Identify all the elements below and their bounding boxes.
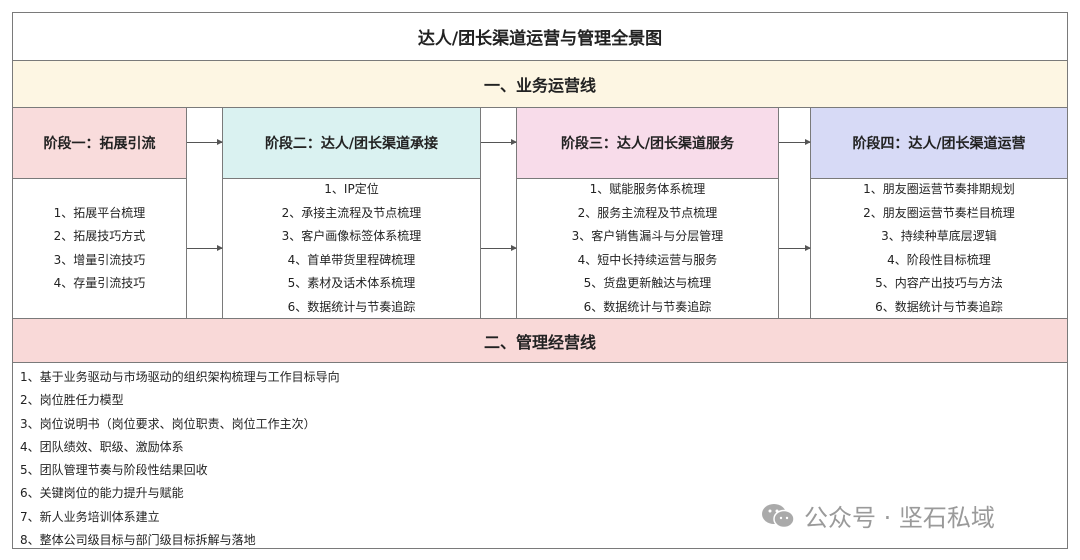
stage-4-item: 6、数据统计与节奏追踪 — [875, 299, 1003, 314]
stage-1-item: 2、拓展技巧方式 — [53, 229, 146, 243]
stage-1-item: 3、增量引流技巧 — [53, 252, 146, 267]
stage-2-item: 3、客户画像标签体系梳理 — [281, 229, 422, 243]
stage-3-header: 阶段三：达人/团长渠道服务 — [516, 107, 779, 179]
management-item: 8、整体公司级目标与部门级目标拆解与落地 — [20, 533, 256, 548]
stage-2-item: 5、素材及话术体系梳理 — [287, 276, 416, 290]
stage-3-item: 5、货盘更新触达与梳理 — [583, 276, 712, 290]
stage-2-item: 1、IP定位 — [324, 182, 379, 196]
stage-4-item: 3、持续种草底层逻辑 — [881, 229, 997, 243]
stage-2-header: 阶段二：达人/团长渠道承接 — [222, 107, 481, 179]
management-item: 5、团队管理节奏与阶段性结果回收 — [20, 463, 208, 478]
arrow-connector — [481, 139, 517, 145]
wechat-icon — [760, 502, 796, 530]
stage-4-body: 1、朋友圈运营节奏排期规划 2、朋友圈运营节奏栏目梳理 3、持续种草底层逻辑 4… — [810, 178, 1068, 319]
watermark-text: 公众号 · 坚石私域 — [804, 504, 995, 532]
stage-1-header: 阶段一：拓展引流 — [12, 107, 187, 179]
stage-3-body: 1、赋能服务体系梳理 2、服务主流程及节点梳理 3、客户销售漏斗与分层管理 4、… — [516, 178, 779, 319]
management-item: 1、基于业务驱动与市场驱动的组织架构梳理与工作目标导向 — [20, 370, 340, 384]
arrow-connector — [187, 139, 223, 145]
management-item: 6、关键岗位的能力提升与赋能 — [20, 486, 184, 501]
management-item: 7、新人业务培训体系建立 — [20, 509, 160, 524]
stage-4-item: 1、朋友圈运营节奏排期规划 — [863, 182, 1015, 196]
stage-3-item: 4、短中长持续运营与服务 — [577, 252, 718, 267]
stage-1-item: 1、拓展平台梳理 — [53, 205, 146, 220]
stage-3-item: 6、数据统计与节奏追踪 — [583, 299, 712, 314]
arrow-connector — [187, 245, 223, 251]
arrow-connector — [779, 245, 811, 251]
stage-3-item: 2、服务主流程及节点梳理 — [577, 205, 718, 220]
stage-2-item: 2、承接主流程及节点梳理 — [281, 205, 422, 220]
stage-1-body: 1、拓展平台梳理 2、拓展技巧方式 3、增量引流技巧 4、存量引流技巧 — [12, 178, 187, 319]
arrow-connector — [779, 139, 811, 145]
stage-3-item: 3、客户销售漏斗与分层管理 — [571, 229, 724, 243]
stage-4-item: 5、内容产出技巧与方法 — [875, 276, 1003, 290]
management-item: 3、岗位说明书（岗位要求、岗位职责、岗位工作主次） — [20, 416, 316, 431]
management-item: 2、岗位胜任力模型 — [20, 393, 124, 408]
diagram-title: 达人/团长渠道运营与管理全景图 — [12, 12, 1068, 61]
arrow-connector — [481, 245, 517, 251]
stage-2-body: 1、IP定位 2、承接主流程及节点梳理 3、客户画像标签体系梳理 4、首单带货里… — [222, 178, 481, 319]
stage-3-item: 1、赋能服务体系梳理 — [589, 182, 706, 196]
watermark: 公众号 · 坚石私域 — [760, 498, 995, 533]
business-line-header: 一、业务运营线 — [12, 60, 1068, 108]
stage-4-item: 4、阶段性目标梳理 — [887, 252, 991, 267]
stage-4-header: 阶段四：达人/团长渠道运营 — [810, 107, 1068, 179]
stage-4-item: 2、朋友圈运营节奏栏目梳理 — [863, 205, 1015, 220]
stage-2-item: 4、首单带货里程碑梳理 — [287, 252, 416, 267]
stage-1-item: 4、存量引流技巧 — [53, 276, 146, 290]
management-item: 4、团队绩效、职级、激励体系 — [20, 439, 184, 454]
management-list: 1、基于业务驱动与市场驱动的组织架构梳理与工作目标导向 2、岗位胜任力模型 3、… — [12, 362, 1068, 549]
stage-2-item: 6、数据统计与节奏追踪 — [287, 299, 416, 314]
management-line-header: 二、管理经营线 — [12, 318, 1068, 363]
